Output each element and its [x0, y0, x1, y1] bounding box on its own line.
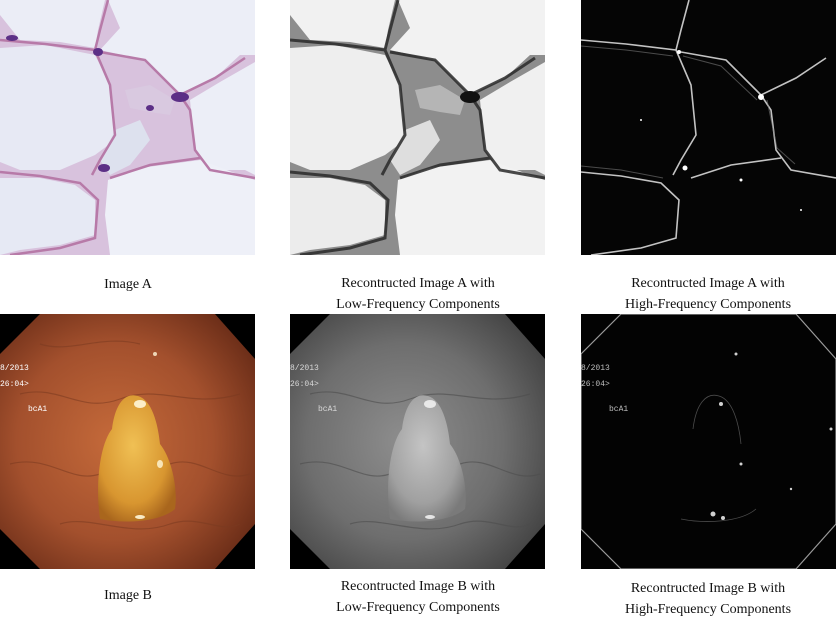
caption-recon-b-high-line2: High-Frequency Components — [624, 602, 792, 617]
caption-recon-b-high: Recontructed Image B with High-Frequency… — [568, 578, 837, 620]
overlay-code-high: bcA1 — [609, 405, 628, 414]
caption-recon-a-low-line1: Recontructed Image A with — [341, 276, 495, 291]
caption-image-a: Image A — [0, 274, 268, 295]
caption-recon-b-low: Recontructed Image B with Low-Frequency … — [278, 576, 558, 618]
image-a-histology — [0, 0, 255, 255]
caption-recon-a-high-line2: High-Frequency Components — [624, 297, 792, 312]
caption-recon-a-low: Recontructed Image A with Low-Frequency … — [278, 273, 558, 315]
caption-recon-b-low-line2: Low-Frequency Components — [336, 600, 500, 615]
reconstructed-a-high-frequency — [581, 0, 836, 255]
overlay-date-high: 8/2013 — [581, 364, 610, 373]
overlay-date: 8/2013 — [0, 364, 29, 373]
reconstructed-a-low-frequency — [290, 0, 545, 255]
caption-image-b: Image B — [0, 585, 268, 606]
caption-recon-b-high-line1: Recontructed Image B with — [630, 581, 786, 596]
overlay-time-high: 26:04> — [581, 380, 610, 389]
reconstructed-b-high-frequency: 8/2013 26:04> bcA1 — [581, 314, 836, 569]
caption-recon-a-low-line2: Low-Frequency Components — [336, 297, 500, 312]
overlay-date-low: 8/2013 — [290, 364, 319, 373]
caption-recon-a-high-line1: Recontructed Image A with — [631, 276, 785, 291]
caption-image-b-text: Image B — [104, 588, 152, 603]
caption-recon-a-high: Recontructed Image A with High-Frequency… — [568, 273, 837, 315]
overlay-code: bcA1 — [28, 405, 47, 414]
overlay-code-low: bcA1 — [318, 405, 337, 414]
overlay-time-low: 26:04> — [290, 380, 319, 389]
reconstructed-b-low-frequency: 8/2013 26:04> bcA1 — [290, 314, 545, 569]
caption-recon-b-low-line1: Recontructed Image B with — [340, 579, 496, 594]
overlay-time: 26:04> — [0, 380, 29, 389]
caption-image-a-text: Image A — [104, 277, 152, 292]
image-b-endoscopy: 8/2013 26:04> bcA1 — [0, 314, 255, 569]
